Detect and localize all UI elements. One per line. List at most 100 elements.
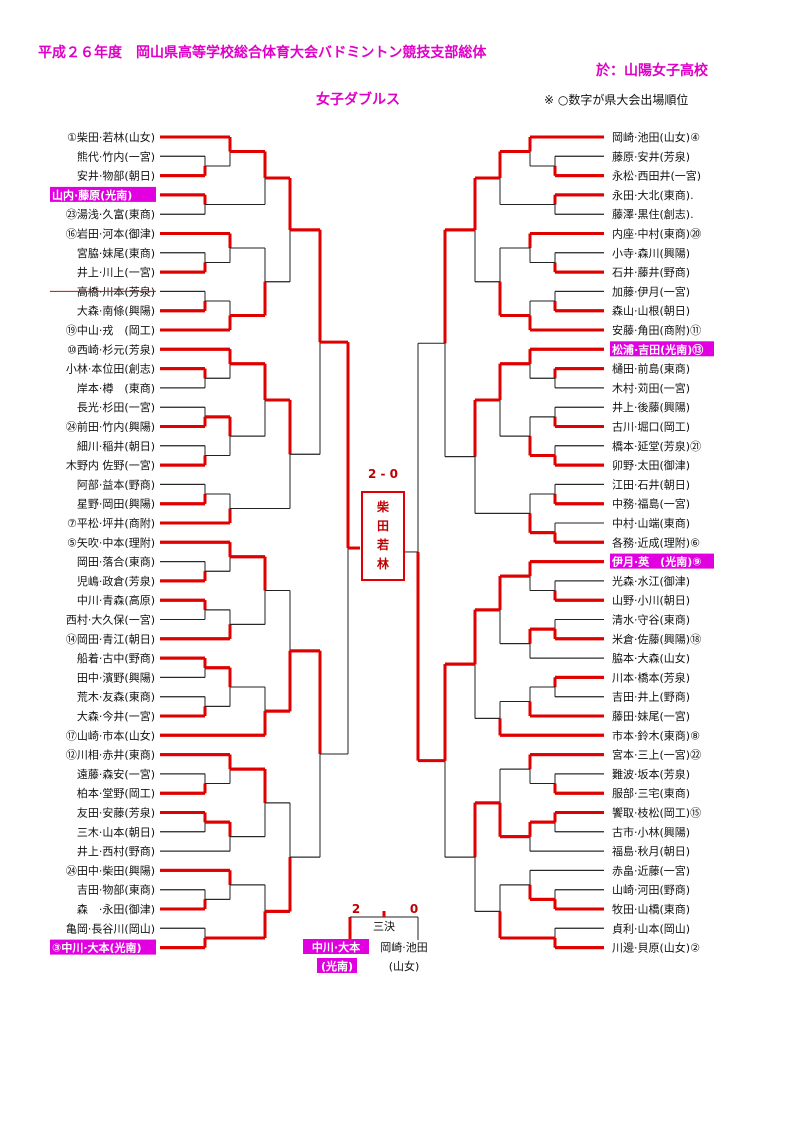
entry-name: ③中川·大本(光南) (52, 941, 142, 955)
champion-box (361, 491, 405, 581)
entry-name: 岡田·落合(東商) (77, 555, 155, 569)
entry-name: 星野·岡田(興陽) (77, 498, 155, 511)
entry-name: 宮本·三上(一宮)㉒ (612, 748, 701, 762)
entry-name: 遠藤·森安(一宮) (77, 767, 155, 781)
entry-name: 大森·今井(一宮) (77, 709, 155, 723)
entry-name: 小寺·森川(興陽) (612, 246, 690, 260)
entry-name: 脇本·大森(山女) (612, 651, 690, 665)
champion-char: 柴 (376, 499, 390, 514)
entry-name: 石井·藤井(野商) (612, 265, 690, 279)
entry-name: 永松·西田井(一宮) (612, 169, 701, 183)
entry-name: ⑦平松·坪井(商附) (67, 516, 155, 530)
entry-name: 服部·三宅(東商) (612, 786, 690, 800)
highlight-box (50, 186, 156, 202)
entry-name: 亀岡·長谷川(岡山) (66, 921, 155, 935)
entry-name: 森 ·永田(御津) (77, 902, 155, 916)
entry-name: 加藤·伊月(一宮) (612, 284, 690, 298)
entry-name: ⑯岩田·河本(御津) (66, 227, 155, 241)
third-right-school: (山女) (389, 959, 420, 973)
venue-label: 於：山陽女子高校 (596, 63, 708, 79)
entry-name: 藤原·安井(芳泉) (612, 149, 690, 163)
entry-name: ⑫川相·赤井(東商) (66, 748, 155, 762)
entry-name: 山内·藤原(光南) (52, 188, 132, 202)
entry-name: 山野·小川(朝日) (612, 594, 690, 607)
entry-name: 中川·青森(高原) (77, 593, 155, 607)
entry-name: 阿部·益本(野商) (77, 477, 155, 491)
entry-name: 岸本·樽 (東商) (77, 381, 155, 395)
entry-name: 古市·小林(興陽) (612, 825, 690, 839)
entry-name: 樋田·前島(東商) (612, 362, 690, 376)
event-title: 女子ダブルス (316, 92, 400, 108)
entry-name: 福島·秋月(朝日) (612, 844, 690, 858)
entry-name: 永田·大北(東商). (612, 188, 694, 202)
entry-name: 安井·物部(朝日) (77, 169, 155, 183)
entry-name: ①柴田·若林(山女) (67, 130, 155, 144)
entry-name: 柏本·堂野(岡工) (77, 786, 155, 800)
entry-name: 長光·杉田(一宮) (77, 400, 155, 414)
entry-name: 井上·西村(野商) (77, 844, 155, 858)
entry-name: 内座·中村(東商)⑳ (612, 227, 701, 241)
third-right-name: 岡崎·池田 (380, 940, 428, 954)
entry-name: 川本·橋本(芳泉) (612, 670, 690, 684)
third-left-school: (光南) (321, 959, 353, 973)
entry-name: 井上·後藤(興陽) (612, 400, 690, 414)
entry-name: ⑲中山·戎 (岡工) (66, 324, 155, 337)
entry-name: ㉔前田·竹内(興陽) (66, 420, 155, 434)
highlight-box (317, 958, 357, 973)
champion-char: 田 (377, 519, 389, 533)
final-score: 2 - 0 (368, 467, 398, 481)
third-score-left: 2 (352, 902, 360, 916)
entry-name: 安藤·角田(商附)⑪ (612, 323, 701, 337)
entry-name: 山崎·河田(野商) (612, 883, 690, 897)
entry-name: ㉔田中·柴田(興陽) (66, 863, 155, 877)
entry-name: 小林·本位田(創志) (66, 362, 155, 376)
entry-name: 船着·古中(野商) (77, 651, 155, 665)
entry-name: 川邊·貝原(山女)② (612, 941, 700, 955)
entry-name: 松浦·吉田(光南)⑬ (612, 342, 703, 356)
entry-name: 木野内 佐野(一宮) (66, 458, 155, 472)
third-left-name: 中川·大本 (312, 940, 360, 954)
entry-name: 各務·近成(理附)⑥ (612, 535, 700, 549)
highlight-box (50, 939, 156, 955)
entry-name: 江田·石井(朝日) (612, 477, 690, 491)
entry-name: 伊月·英 (光南)⑨ (611, 555, 702, 569)
entry-name: ㉓湯浅·久富(東商) (66, 207, 155, 221)
entry-name: 難波·坂本(芳泉) (612, 767, 690, 781)
champion-char: 若 (376, 537, 389, 552)
entry-name: 古川·堀口(岡工) (612, 421, 690, 434)
entry-name: 吉田·物部(東商) (77, 883, 155, 897)
entry-name: 清水·守谷(東商) (612, 613, 690, 627)
entry-name: ⑤矢吹·中本(理附) (67, 535, 155, 549)
champion-char: 林 (377, 556, 389, 571)
entry-name: 光森·水江(御津) (612, 574, 690, 588)
entry-name: 牧田·山橋(東商) (612, 902, 690, 916)
entry-name: ⑭岡田·青江(朝日) (66, 633, 155, 646)
entry-name: 熊代·竹内(一宮) (77, 149, 155, 163)
entry-name: 井上·川上(一宮) (77, 265, 155, 279)
third-place-label: 三決 (373, 920, 395, 933)
entry-name: 友田·安藤(芳泉) (77, 806, 155, 820)
entry-name: 児嶋·政倉(芳泉) (77, 574, 155, 588)
entry-name: 藤田·妹尾(一宮) (612, 709, 690, 723)
third-score-right: 0 (410, 902, 418, 916)
entry-name: 森山·山根(朝日) (612, 304, 690, 318)
entry-name: 岡崎·池田(山女)④ (612, 130, 700, 144)
highlight-box (610, 553, 714, 569)
entry-name: 米倉·佐藤(興陽)⑱ (612, 632, 701, 646)
legend-note: ※ ○数字が県大会出場順位 (544, 93, 689, 107)
entry-name: 中村·山端(東商) (612, 516, 690, 530)
entry-name: 藤澤·黒住(創志). (612, 207, 694, 221)
entry-name: 貞利·山本(岡山) (612, 921, 690, 935)
entry-name: 吉田·井上(野商) (612, 690, 690, 704)
highlight-box (303, 939, 369, 954)
entry-name: 西村·大久保(一宮) (66, 613, 155, 627)
entry-name: ⑰山崎·市本(山女) (66, 728, 155, 742)
entry-name: 木村·苅田(一宮) (612, 381, 690, 395)
entry-name: 三木·山本(朝日) (77, 825, 155, 839)
entry-name: 大森·南條(興陽) (77, 304, 155, 318)
page-title: 平成２６年度 岡山県高等学校総合体育大会バドミントン競技支部総体 (38, 45, 487, 61)
entry-name: 荒木·友森(東商) (77, 690, 155, 704)
entry-name: 宮脇·妹尾(東商) (77, 246, 155, 260)
entry-name: 細川·稲井(朝日) (77, 439, 155, 453)
